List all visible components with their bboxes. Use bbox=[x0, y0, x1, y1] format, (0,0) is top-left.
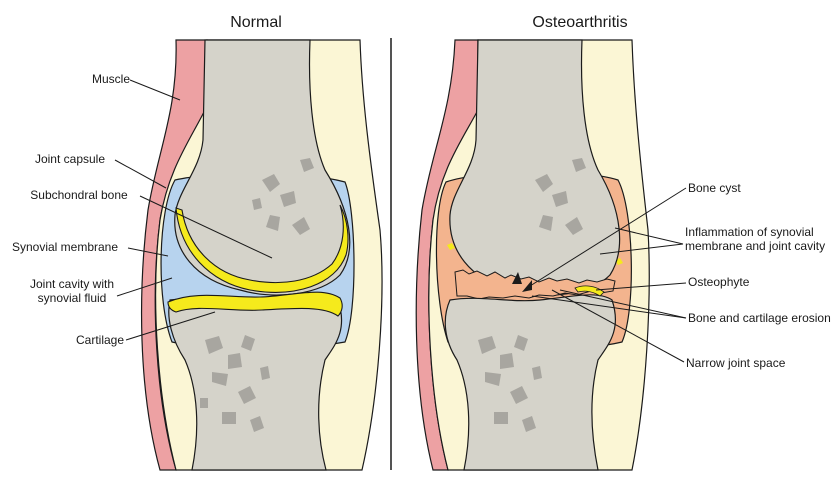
label-inflammation-line1: Inflammation of synovial bbox=[685, 225, 814, 239]
label-joint-cavity-line2: synovial fluid bbox=[38, 291, 107, 305]
label-inflammation-line2: membrane and joint cavity bbox=[685, 239, 825, 253]
label-osteophyte: Osteophyte bbox=[688, 275, 750, 289]
leader-muscle bbox=[130, 80, 180, 100]
label-bone-cyst: Bone cyst bbox=[688, 181, 741, 195]
label-joint-capsule: Joint capsule bbox=[35, 152, 105, 166]
label-synovial-membrane: Synovial membrane bbox=[12, 240, 118, 254]
label-erosion: Bone and cartilage erosion bbox=[688, 311, 831, 325]
label-narrow-joint-space: Narrow joint space bbox=[686, 356, 786, 370]
label-cartilage: Cartilage bbox=[76, 333, 124, 347]
title-normal: Normal bbox=[230, 14, 282, 31]
tibia-oa bbox=[445, 295, 615, 470]
title-osteoarthritis: Osteoarthritis bbox=[532, 14, 627, 31]
label-muscle: Muscle bbox=[92, 72, 130, 86]
label-subchondral-bone: Subchondral bone bbox=[30, 188, 128, 202]
oa-knee bbox=[416, 40, 649, 470]
normal-knee bbox=[142, 40, 382, 470]
label-joint-cavity-line1: Joint cavity with bbox=[30, 277, 114, 291]
